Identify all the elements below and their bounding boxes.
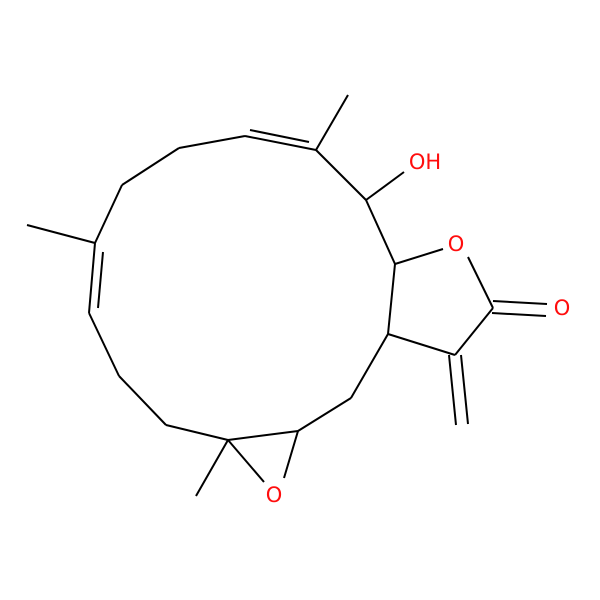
bond <box>454 307 494 356</box>
bond <box>460 354 469 425</box>
bond <box>94 184 123 244</box>
bond <box>88 312 120 377</box>
bond <box>350 333 389 399</box>
bond <box>227 439 265 483</box>
bond <box>178 135 246 149</box>
bond <box>97 251 104 309</box>
bond <box>491 312 547 317</box>
bond <box>448 354 457 426</box>
epoxide-oxygen-label: O <box>266 483 283 507</box>
bond <box>118 375 167 426</box>
bond <box>315 149 367 201</box>
bond <box>227 430 299 441</box>
bonds <box>26 94 548 497</box>
bond <box>387 263 396 335</box>
bond <box>165 424 229 441</box>
bond <box>297 397 352 432</box>
bond <box>492 300 548 305</box>
bond <box>283 430 299 479</box>
bond <box>387 333 456 356</box>
bond <box>315 94 349 151</box>
bond <box>394 248 444 265</box>
carbonyl-oxygen-label: O <box>554 296 571 320</box>
ring-oxygen-label: O <box>448 232 465 256</box>
bond <box>365 199 396 265</box>
bond <box>88 242 96 314</box>
bond <box>195 439 229 497</box>
bond <box>121 147 180 186</box>
hydroxyl-label: OH <box>409 150 441 174</box>
bond <box>365 171 405 201</box>
bond <box>467 256 494 309</box>
bond <box>249 129 310 143</box>
bond <box>244 135 317 151</box>
bond <box>26 224 96 244</box>
